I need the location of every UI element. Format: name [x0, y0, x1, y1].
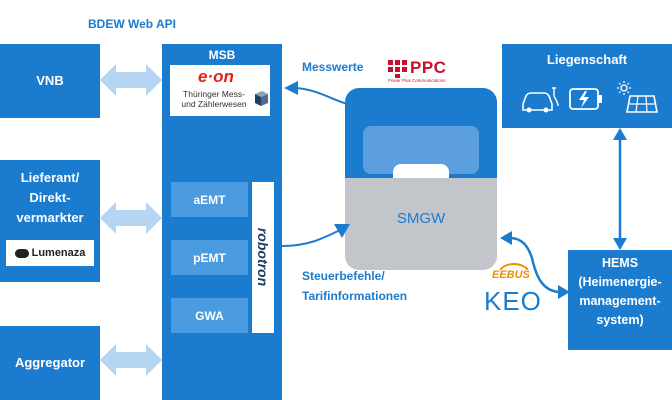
aggregator-label: Aggregator: [14, 355, 86, 370]
robotron-panel: robotron: [252, 182, 274, 333]
liegenschaft-hems-arrow: [613, 128, 627, 250]
eebus-logo: EEBUS: [484, 262, 544, 286]
smgw-hems-arrow: [500, 231, 570, 299]
hems-box: HEMS (Heimenergie- management- system): [568, 250, 672, 350]
liegenschaft-box: Liegenschaft: [502, 44, 672, 128]
lieferant-box: Lieferant/ Direkt- vermarkter Lumenaza: [0, 160, 100, 282]
vnb-msb-double-arrow: [100, 64, 162, 96]
hems-title: HEMS (Heimenergie- management- system): [578, 256, 662, 327]
robotron-logo: robotron: [255, 227, 271, 287]
battery-charging-icon: [569, 88, 602, 110]
lumenaza-logo: Lumenaza: [6, 240, 94, 266]
ppc-logo: PPC Power Plus Communications: [388, 58, 447, 83]
steuerbefehle-arrow: [282, 224, 350, 247]
liegenschaft-title: Liegenschaft: [546, 52, 628, 67]
vnb-box: VNB: [0, 44, 100, 118]
thueringer-cube-icon: [255, 91, 268, 106]
bdew-api-label: BDEW Web API: [88, 17, 177, 31]
smgw-label: SMGW: [396, 210, 446, 227]
eebus-arc-icon: [499, 263, 529, 270]
lieferant-label: Lieferant/ Direkt- vermarkter: [16, 170, 84, 225]
steuerbefehle-label: Steuerbefehle/ Tarifinformationen: [302, 269, 408, 303]
role-gwa: GWA: [171, 298, 248, 333]
role-pemt: pEMT: [171, 240, 248, 275]
solar-panel-icon: [617, 81, 658, 113]
keo-logo: KEO: [484, 286, 542, 316]
eon-logo: e·on: [198, 67, 234, 86]
messwerte-label: Messwerte: [302, 60, 364, 74]
eon-subtitle: Thüringer Mess- und Zählerwesen: [181, 89, 247, 109]
aggregator-msb-double-arrow: [100, 344, 162, 376]
msb-title: MSB: [208, 48, 236, 62]
smgw-device: SMGW: [345, 88, 497, 270]
smgw-body: [345, 178, 497, 270]
ppc-logo-icon: [388, 60, 407, 78]
role-aemt: aEMT: [171, 182, 248, 217]
aggregator-box: Aggregator: [0, 326, 100, 400]
lieferant-msb-double-arrow: [100, 202, 162, 234]
ev-car-icon: [522, 87, 559, 113]
msb-column: MSB e·on Thüringer Mess- und Zählerwesen…: [162, 44, 282, 400]
lumenaza-icon: [14, 248, 29, 258]
eon-logo-panel: e·on Thüringer Mess- und Zählerwesen: [170, 65, 270, 116]
vnb-label: VNB: [36, 73, 64, 88]
